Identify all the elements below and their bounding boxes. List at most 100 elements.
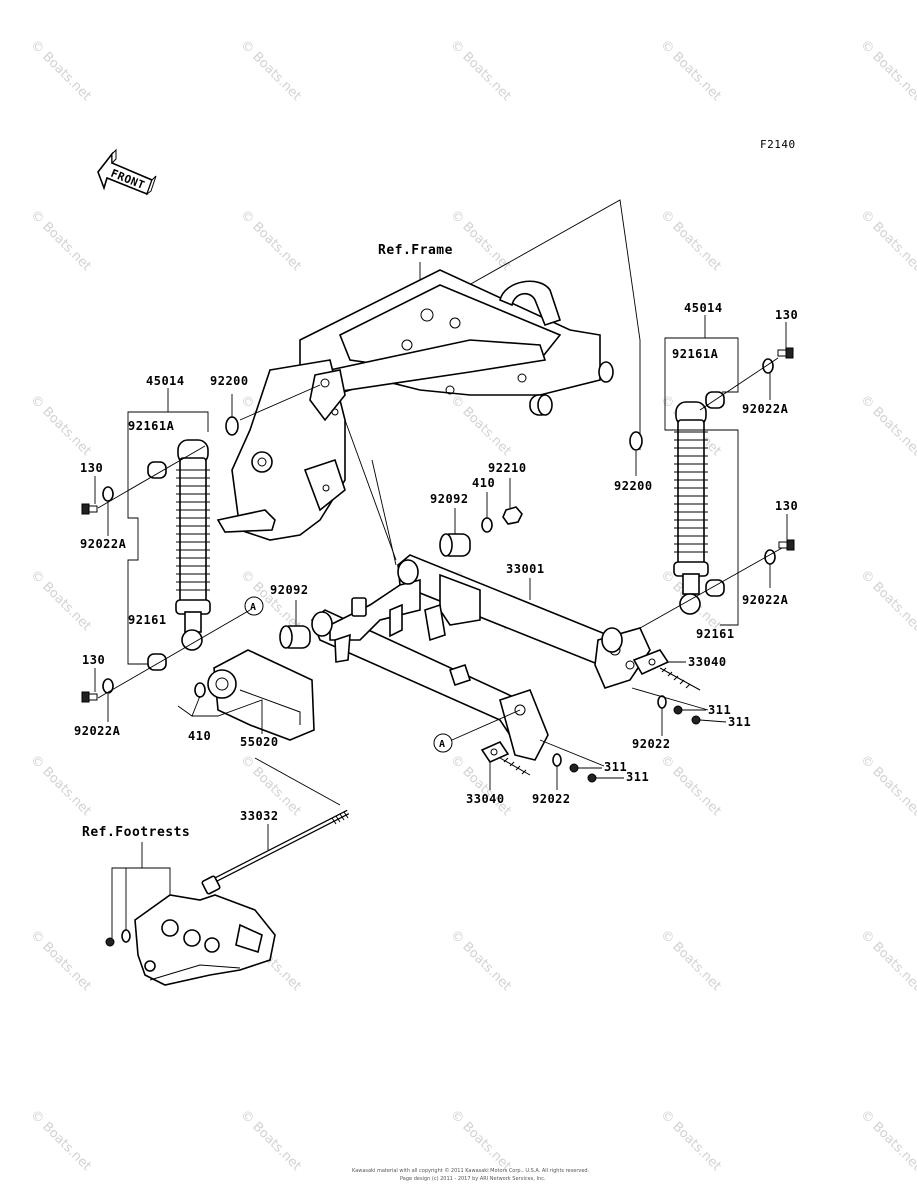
label-311-right-a: 311 bbox=[708, 703, 731, 717]
label-92161A-left: 92161A bbox=[128, 419, 175, 433]
watermark: © Boats.net bbox=[237, 37, 304, 104]
label-92022-left: 92022 bbox=[532, 792, 571, 806]
callout-a-left-letter: A bbox=[250, 602, 257, 613]
nut-92210 bbox=[502, 506, 523, 525]
watermark: © Boats.net bbox=[857, 1107, 917, 1174]
sleeve-lower bbox=[279, 625, 311, 649]
watermark: © Boats.net bbox=[857, 207, 917, 274]
label-92022A-right-lower: 92022A bbox=[742, 593, 789, 607]
watermark: © Boats.net bbox=[27, 927, 94, 994]
label-33001: 33001 bbox=[506, 562, 545, 576]
chain-adjuster-left bbox=[480, 740, 531, 776]
front-direction-arrow: FRONT bbox=[97, 148, 157, 196]
label-311-left-b: 311 bbox=[626, 770, 649, 784]
label-130-right-upper: 130 bbox=[775, 308, 798, 322]
watermark: © Boats.net bbox=[657, 207, 724, 274]
left-collar-washer bbox=[225, 416, 239, 436]
washer-410-upper bbox=[481, 517, 493, 533]
watermark: © Boats.net bbox=[447, 927, 514, 994]
watermark: © Boats.net bbox=[27, 567, 94, 634]
label-92022A-right-upper: 92022A bbox=[742, 402, 789, 416]
left-shock-absorber bbox=[175, 439, 211, 651]
swingarm bbox=[311, 554, 651, 761]
watermark: © Boats.net bbox=[657, 37, 724, 104]
figure-code: F2140 bbox=[760, 138, 796, 151]
watermark: © Boats.net bbox=[657, 752, 724, 819]
watermark: © Boats.net bbox=[447, 752, 514, 819]
watermark: © Boats.net bbox=[27, 392, 94, 459]
right-washer-upper bbox=[762, 358, 774, 374]
label-311-right-b: 311 bbox=[728, 715, 751, 729]
label-311-left-a: 311 bbox=[604, 760, 627, 774]
left-washer-lower bbox=[102, 678, 114, 694]
watermark: © Boats.net bbox=[657, 1107, 724, 1174]
watermark: © Boats.net bbox=[27, 207, 94, 274]
copyright-line-2: Page design (c) 2011 - 2017 by ARI Netwo… bbox=[400, 1176, 546, 1182]
label-410-upper: 410 bbox=[472, 476, 495, 490]
left-bolt-lower bbox=[81, 691, 98, 703]
label-45014-left: 45014 bbox=[146, 374, 185, 388]
nut-311-left-b bbox=[587, 773, 597, 783]
right-bolt-upper bbox=[777, 347, 794, 359]
watermark: © Boats.net bbox=[657, 927, 724, 994]
watermark: © Boats.net bbox=[857, 567, 917, 634]
swingarm-pivot-right-cap bbox=[601, 627, 623, 653]
nut-311-left-a bbox=[569, 763, 579, 773]
watermark: © Boats.net bbox=[447, 1107, 514, 1174]
watermark: © Boats.net bbox=[857, 392, 917, 459]
label-92161-right: 92161 bbox=[696, 627, 735, 641]
watermark: © Boats.net bbox=[447, 207, 514, 274]
nut-311-right-a bbox=[673, 705, 683, 715]
callout-a-lower bbox=[433, 733, 453, 753]
frame-assembly bbox=[216, 269, 614, 541]
label-33040-left: 33040 bbox=[466, 792, 505, 806]
label-92022A-left-upper: 92022A bbox=[80, 537, 127, 551]
label-45014-right: 45014 bbox=[684, 301, 723, 315]
ref-frame-label: Ref.Frame bbox=[378, 243, 453, 258]
left-bushing-upper bbox=[147, 461, 167, 479]
label-130-left-upper: 130 bbox=[80, 461, 103, 475]
sleeve-upper bbox=[439, 533, 471, 557]
watermark: © Boats.net bbox=[27, 1107, 94, 1174]
right-bushing-lower bbox=[705, 579, 725, 597]
washer-410-lower bbox=[194, 682, 206, 698]
label-130-right-lower: 130 bbox=[775, 499, 798, 513]
label-92200-left: 92200 bbox=[210, 374, 249, 388]
pivot-shaft bbox=[201, 809, 350, 895]
label-410-lower: 410 bbox=[188, 729, 211, 743]
watermark: © Boats.net bbox=[237, 207, 304, 274]
label-92092-lower: 92092 bbox=[270, 583, 309, 597]
label-92022A-left-lower: 92022A bbox=[74, 724, 121, 738]
callout-a-lower-letter: A bbox=[439, 739, 446, 750]
watermark: © Boats.net bbox=[237, 1107, 304, 1174]
footrest-bracket bbox=[134, 894, 276, 986]
nut-311-right-b bbox=[691, 715, 701, 725]
watermark: © Boats.net bbox=[27, 37, 94, 104]
washer-92022-left bbox=[552, 753, 562, 767]
label-92161A-right: 92161A bbox=[672, 347, 719, 361]
watermark: © Boats.net bbox=[857, 752, 917, 819]
label-130-left-lower: 130 bbox=[82, 653, 105, 667]
label-92161-left: 92161 bbox=[128, 613, 167, 627]
watermark: © Boats.net bbox=[857, 37, 917, 104]
watermark: © Boats.net bbox=[447, 37, 514, 104]
label-33032: 33032 bbox=[240, 809, 279, 823]
right-collar-washer bbox=[629, 431, 643, 451]
callout-a-left bbox=[244, 596, 264, 616]
watermark: © Boats.net bbox=[447, 392, 514, 459]
footrest-washer bbox=[121, 929, 131, 943]
label-92022-right: 92022 bbox=[632, 737, 671, 751]
right-shock-absorber bbox=[673, 401, 709, 615]
watermark: © Boats.net bbox=[857, 927, 917, 994]
footrest-nut bbox=[105, 937, 115, 947]
copyright-line-1: Kawasaki material with all copyright © 2… bbox=[352, 1167, 590, 1174]
left-washer-upper bbox=[102, 486, 114, 502]
label-92092-upper: 92092 bbox=[430, 492, 469, 506]
ref-footrests-label: Ref.Footrests bbox=[82, 825, 190, 840]
left-bolt-upper bbox=[81, 503, 98, 515]
right-bolt-lower bbox=[778, 539, 795, 551]
chain-guard bbox=[207, 649, 315, 741]
label-92210: 92210 bbox=[488, 461, 527, 475]
label-55020: 55020 bbox=[240, 735, 279, 749]
watermark: © Boats.net bbox=[27, 752, 94, 819]
